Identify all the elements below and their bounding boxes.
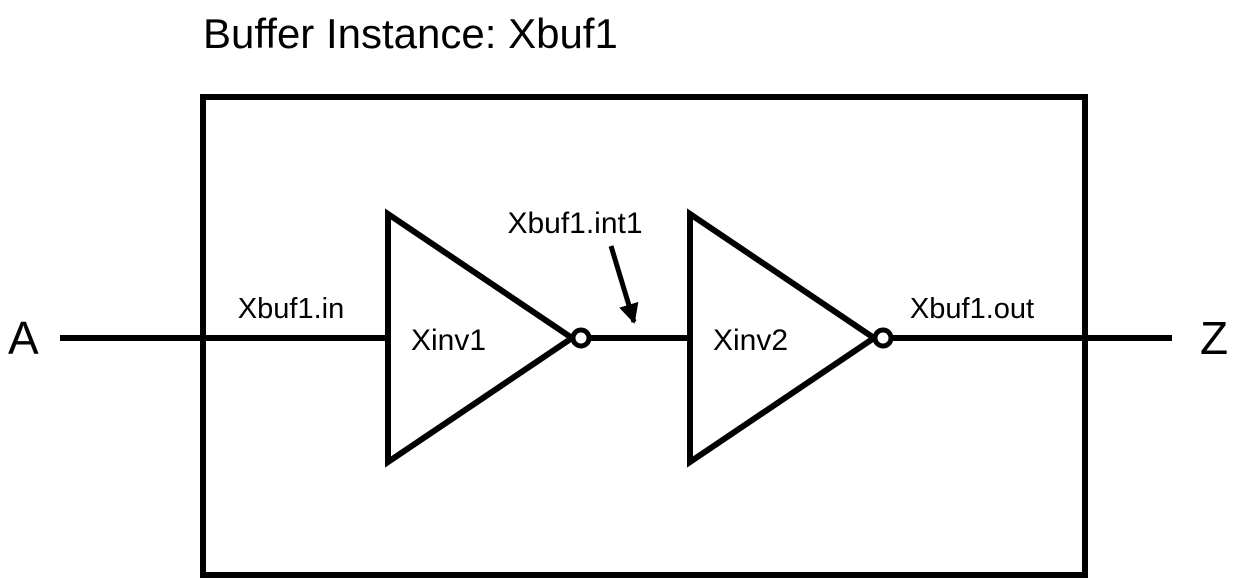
input-port-label: A (8, 312, 39, 364)
output-port-label: Z (1200, 312, 1228, 364)
inverter1-instance-label: Xinv1 (411, 324, 486, 357)
inverter2-triangle-symbol (687, 208, 880, 468)
inverter2-instance-label: Xinv2 (713, 324, 788, 357)
diagram-title: Buffer Instance: Xbuf1 (203, 10, 618, 57)
inverter2-bubble (872, 327, 894, 349)
output-net-label: Xbuf1.out (910, 293, 1034, 325)
inverter1-bubble (570, 327, 592, 349)
input-net-label: Xbuf1.in (238, 293, 344, 325)
inverter1-triangle-symbol (385, 208, 578, 468)
internal-net-label: Xbuf1.int1 (507, 207, 642, 240)
internal-net-pointer-arrow (608, 245, 639, 324)
